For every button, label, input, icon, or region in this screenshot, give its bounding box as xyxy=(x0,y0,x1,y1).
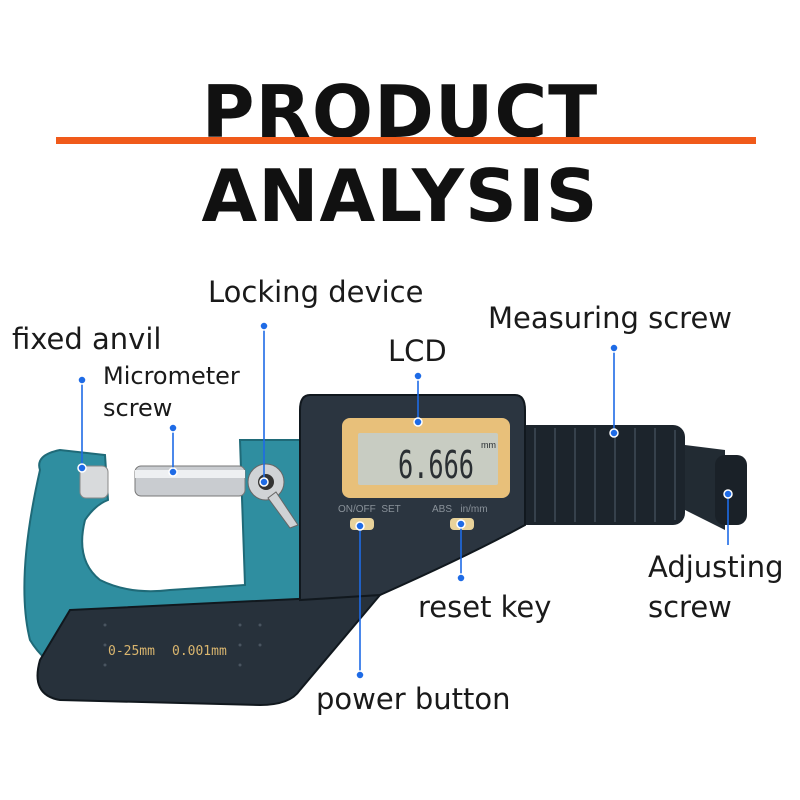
measuring-screw-dot xyxy=(609,343,619,353)
button-left-label: ON/OFF SET xyxy=(338,504,401,515)
reset-key-dot xyxy=(456,573,466,583)
label-fixed-anvil: fixed anvil xyxy=(12,322,162,356)
locking-device-dot xyxy=(259,321,269,331)
label-reset-key: reset key xyxy=(418,590,552,624)
label-micrometer-screw-1: Micrometer xyxy=(103,362,240,390)
fixed-anvil-dot xyxy=(77,375,87,385)
lcd-unit: mm xyxy=(481,440,496,450)
adjusting-screw xyxy=(715,455,747,525)
lcd-screen xyxy=(358,433,498,485)
micrometer-screw-dot xyxy=(168,423,178,433)
label-power-button: power button xyxy=(316,682,511,716)
callout-dots xyxy=(77,321,733,680)
base-dots xyxy=(103,623,262,667)
spindle-highlight xyxy=(135,470,245,478)
range-text: 0-25mm xyxy=(108,644,155,659)
measuring-screw xyxy=(515,425,685,525)
label-micrometer-screw-2: screw xyxy=(103,394,173,422)
power-button-dot xyxy=(355,670,365,680)
lcd-value: 6.666 xyxy=(398,443,474,487)
resolution-text: 0.001mm xyxy=(172,644,227,659)
label-measuring-screw: Measuring screw xyxy=(488,301,733,335)
base-cover xyxy=(36,593,383,707)
label-locking-device: Locking device xyxy=(208,275,424,309)
locking-lever xyxy=(267,491,299,529)
button-right-label: ABS in/mm xyxy=(432,504,488,515)
thimble-ridges xyxy=(534,428,676,522)
title-underline xyxy=(56,137,756,144)
lcd-dot xyxy=(413,371,423,381)
adjusting-screw-dot xyxy=(723,489,733,499)
callout-lines xyxy=(81,326,729,675)
label-adjusting-screw-2: screw xyxy=(648,590,732,624)
fixed-anvil xyxy=(79,465,109,499)
label-lcd: LCD xyxy=(388,334,447,368)
label-adjusting-screw-1: Adjusting xyxy=(648,550,784,584)
